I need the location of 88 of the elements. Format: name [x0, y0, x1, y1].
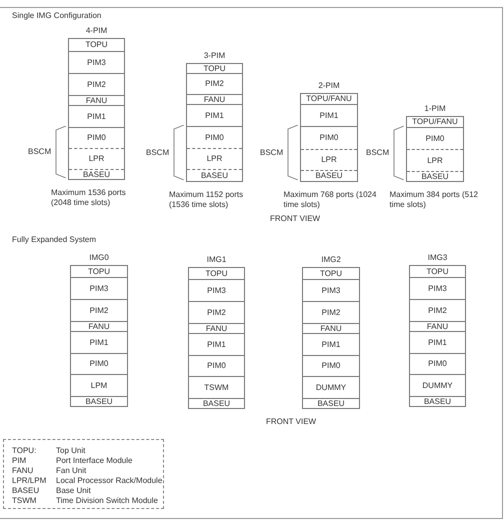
abbreviation-meaning: Fan Unit [56, 466, 88, 476]
brace-label: BSCM [366, 149, 390, 157]
module-slot: LPM [71, 374, 127, 396]
abbreviation-meaning: Base Unit [56, 486, 92, 496]
module-slot: PIM2 [71, 299, 127, 321]
rack-heading: IMG0 [89, 253, 109, 264]
module-slot: BASEU [69, 169, 124, 179]
module-slot: PIM1 [69, 105, 124, 127]
module-slot: TOPU [69, 39, 124, 51]
module-slot: PIM3 [71, 277, 127, 299]
module-slot: TOPU [187, 64, 242, 73]
module-slot: BASEU [301, 170, 357, 181]
rack-heading: IMG2 [321, 255, 341, 266]
abbreviation-meaning: Top Unit [56, 446, 86, 456]
module-slot: PIM1 [410, 331, 465, 353]
module-slot: BASEU [189, 398, 244, 408]
module-slot: FANU [69, 95, 124, 105]
rack-heading: 2-PIM [318, 81, 340, 92]
module-slot: LPR [301, 149, 357, 170]
abbreviation: FANU [12, 466, 34, 476]
module-slot: PIM0 [187, 126, 242, 148]
rack-heading: 1-PIM [424, 104, 446, 115]
rack-heading: 3-PIM [204, 51, 226, 62]
module-slot: FANU [187, 94, 242, 104]
rack-heading: IMG1 [206, 255, 226, 266]
abbreviation: TSWM [12, 496, 38, 506]
capacity-note: Maximum 1152 ports (1536 time slots) [168, 190, 244, 210]
abbreviation: PIM [12, 456, 28, 466]
module-slot: PIM0 [407, 127, 463, 149]
module-slot: PIM2 [189, 301, 244, 323]
view-caption: FRONT VIEW [270, 215, 320, 223]
module-slot: TOPU [303, 268, 359, 279]
module-slot: PIM0 [410, 353, 465, 374]
module-slot: FANU [71, 321, 127, 331]
module-slot: LPR [69, 148, 124, 169]
abbreviation: LPR/LPM [12, 476, 48, 486]
section-heading: Fully Expanded System [12, 236, 96, 244]
module-slot: PIM3 [189, 279, 244, 301]
module-slot: PIM0 [71, 353, 127, 374]
capacity-note: Maximum 768 ports (1024 time slots) [282, 190, 376, 210]
module-slot: PIM1 [71, 331, 127, 353]
section-heading: Single IMG Configuration [12, 12, 102, 20]
module-slot: PIM3 [303, 279, 359, 301]
module-slot: DUMMY [410, 374, 465, 396]
abbreviation: BASEU [12, 486, 40, 496]
brace-label: BSCM [260, 148, 284, 156]
module-slot: PIM2 [187, 73, 242, 94]
module-slot: LPR [187, 148, 242, 169]
module-slot: BASEU [71, 396, 127, 406]
module-slot: DUMMY [303, 376, 359, 398]
module-slot: FANU [189, 323, 244, 333]
abbreviation: TOPU: [12, 446, 38, 456]
module-slot: TOPU [71, 266, 127, 277]
module-slot: PIM0 [69, 127, 124, 148]
brace-label: BSCM [28, 148, 52, 156]
brace-label: BSCM [146, 148, 170, 156]
module-slot: PIM3 [69, 51, 124, 73]
module-slot: PIM0 [189, 355, 244, 376]
module-slot: TOPU [410, 266, 465, 277]
module-slot: TOPU [189, 268, 244, 279]
module-slot: PIM0 [303, 355, 359, 376]
module-slot: PIM2 [410, 299, 465, 321]
abbreviation-meaning: Local Processor Rack/Module [56, 476, 162, 486]
module-slot: PIM2 [69, 73, 124, 95]
module-slot: PIM2 [303, 301, 359, 323]
abbreviation-meaning: Time Division Switch Module [56, 496, 159, 506]
capacity-note: Maximum 1536 ports (2048 time slots) [50, 188, 127, 208]
abbreviation-meaning: Port Interface Module [56, 456, 134, 466]
module-slot: PIM1 [303, 333, 359, 355]
module-slot: PIM1 [301, 104, 357, 126]
view-caption: FRONT VIEW [266, 418, 316, 426]
module-slot: PIM1 [189, 333, 244, 355]
module-slot: LPR [407, 149, 463, 171]
module-slot: PIM1 [187, 104, 242, 126]
module-slot: FANU [303, 323, 359, 333]
capacity-note: Maximum 384 ports (512 time slots) [388, 190, 479, 210]
module-slot: BASEU [407, 171, 463, 181]
module-slot: PIM3 [410, 277, 465, 299]
module-slot: TOPU/FANU [301, 94, 357, 104]
module-slot: BASEU [187, 169, 242, 181]
module-slot: PIM0 [301, 126, 357, 149]
module-slot: TOPU/FANU [407, 117, 463, 127]
module-slot: TSWM [189, 376, 244, 398]
module-slot: BASEU [303, 398, 359, 408]
module-slot: BASEU [410, 396, 465, 406]
rack-heading: 4-PIM [86, 26, 108, 37]
rack-heading: IMG3 [428, 253, 448, 264]
module-slot: FANU [410, 321, 465, 331]
